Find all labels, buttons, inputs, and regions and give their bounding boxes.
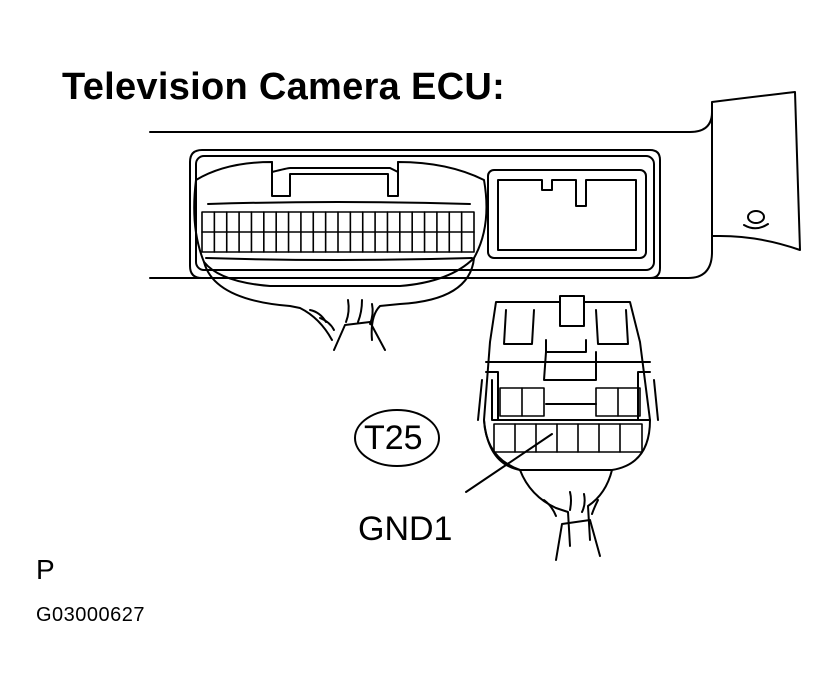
terminal-label: GND1 — [358, 510, 453, 548]
connector-code-label: T25 — [364, 419, 423, 457]
t25-connector-pins — [493, 387, 643, 453]
figure-id: G03000627 — [36, 604, 146, 626]
ecu-large-connector-pins — [201, 211, 475, 253]
diagram-title: Television Camera ECU: — [62, 66, 506, 108]
corner-mark: P — [36, 554, 55, 585]
t25-callout-ellipse — [354, 409, 440, 467]
ecu-small-socket — [487, 169, 647, 259]
ecu-large-connector — [193, 161, 488, 351]
ecu-main-socket — [189, 149, 661, 279]
t25-connector — [477, 295, 659, 561]
gnd1-leader-line — [465, 433, 553, 493]
ecu-housing — [149, 91, 801, 279]
